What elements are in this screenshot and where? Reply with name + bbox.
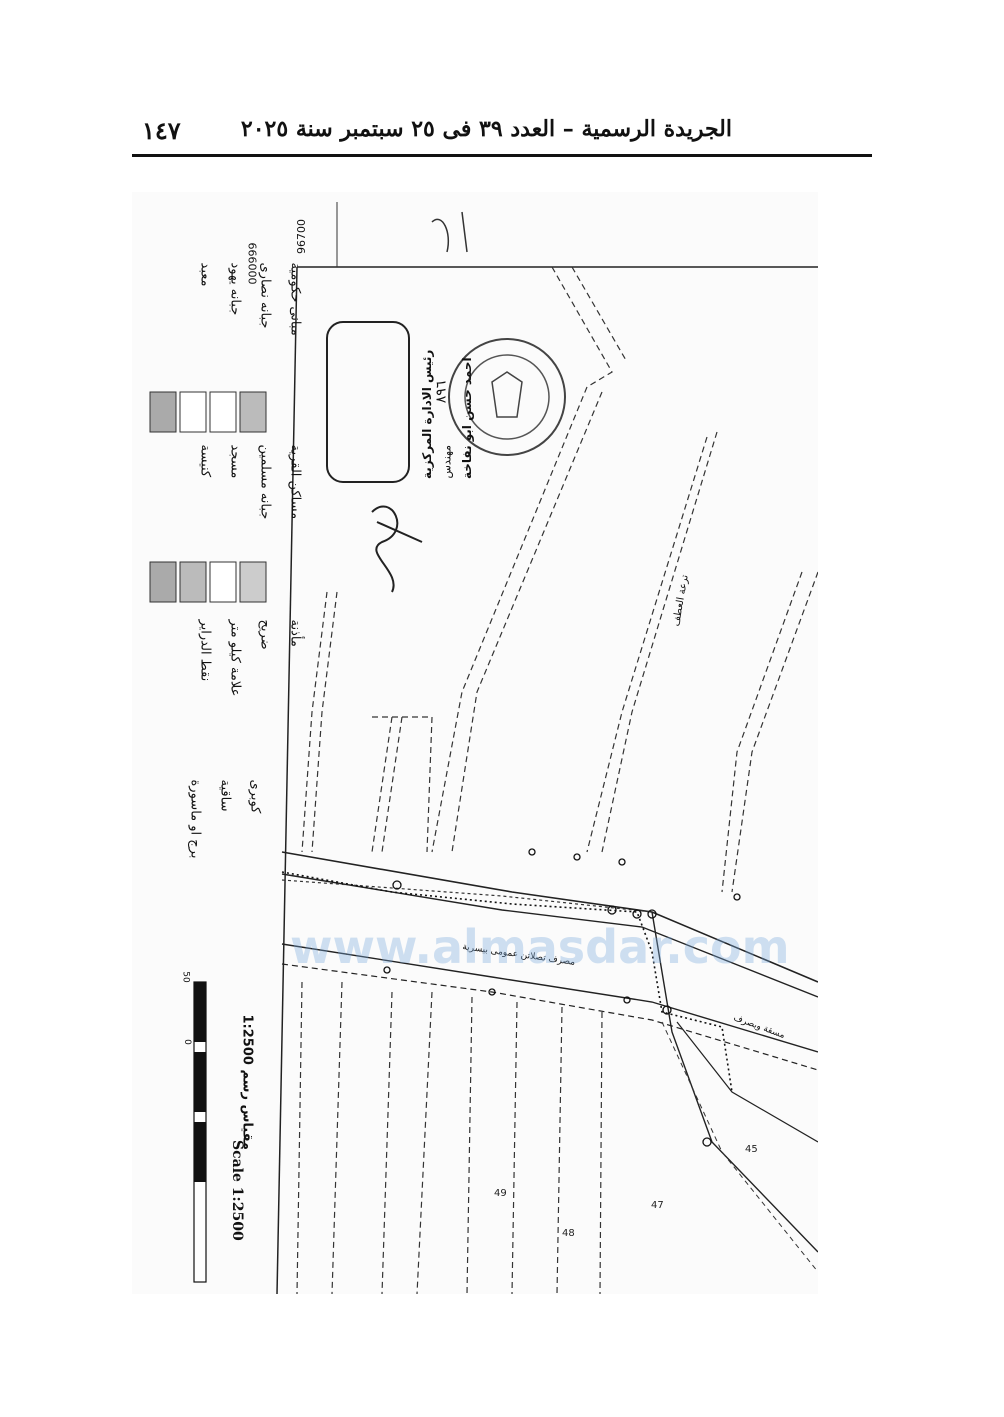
legend-item: جبانه مسلمين: [257, 444, 273, 520]
official-seal: [448, 338, 566, 456]
map-drawing: 49 48 47 45: [149, 202, 818, 1294]
stamp-line: رئيس الادارة المركزية: [420, 349, 434, 479]
stamp-line: احمد حسن ابو نفاخة: [460, 357, 474, 479]
parcel-number: 49: [494, 1188, 507, 1199]
legend-swatches: [149, 391, 267, 603]
scale-tick: 50: [180, 971, 191, 983]
legend-item: علامة كيلو متر: [227, 619, 243, 697]
header-rule: [132, 154, 872, 157]
engineer-stamp: [326, 321, 410, 483]
watermark-url: www.almasdar.com: [290, 920, 790, 974]
gazette-title: الجريدة الرسمية – العدد ٣٩ فى ٢٥ سبتمبر …: [240, 116, 732, 142]
legend-item: ساقية: [217, 779, 233, 812]
legend-item: ضريح: [257, 619, 273, 650]
grid-label-side: 96700: [295, 219, 308, 254]
legend-item: برج او ماسورة: [187, 779, 203, 859]
legend-item: مسجد: [227, 444, 243, 479]
legend-item: جبانه نصارى: [257, 262, 273, 329]
scale-bar: [193, 981, 207, 1283]
legend-item: كوبرى: [247, 779, 263, 814]
legend-item: نقط الدراير: [197, 619, 213, 682]
legend-item: مأذنة: [287, 619, 303, 647]
scale-tick: 0: [181, 1039, 192, 1045]
scale-label-english: Scale 1:2500: [229, 1140, 245, 1241]
seal-number: ٨٩٦: [433, 380, 450, 404]
legend-item: مبانى حكومية: [287, 262, 303, 336]
parcel-number: 47: [651, 1200, 664, 1211]
legend-item: معبد: [197, 262, 213, 287]
parcel-number: 48: [562, 1228, 575, 1239]
legend-item: مساكن القرية: [287, 444, 303, 520]
cadastral-map: 49 48 47 45 000999 96700 مبانى حكومية جب…: [132, 192, 818, 1294]
parcel-number: 45: [745, 1144, 758, 1155]
legend-item: جبانه يهود: [227, 262, 243, 316]
page-header: الجريدة الرسمية – العدد ٣٩ فى ٢٥ سبتمبر …: [132, 108, 872, 158]
signature: [371, 505, 423, 593]
legend-item: كنيسة: [197, 444, 213, 478]
page-number: ١٤٧: [142, 116, 181, 145]
